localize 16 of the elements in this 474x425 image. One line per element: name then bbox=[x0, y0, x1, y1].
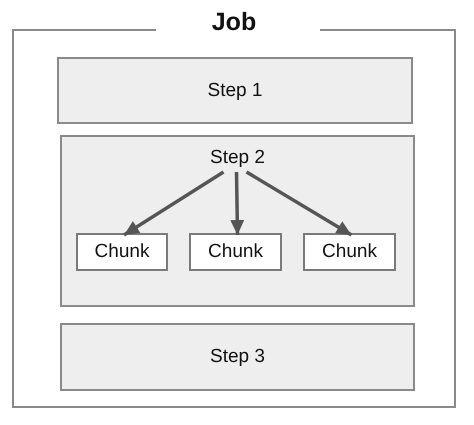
box-label: Step 2 bbox=[210, 147, 265, 169]
process-box bbox=[57, 57, 413, 124]
box-label: Chunk bbox=[322, 241, 377, 263]
sub-task-box bbox=[189, 233, 282, 271]
box-label: Step 1 bbox=[208, 80, 262, 102]
arrow bbox=[230, 172, 244, 236]
process-box bbox=[60, 323, 415, 391]
frame-title: Job bbox=[212, 8, 256, 37]
box-label: Step 3 bbox=[210, 346, 265, 368]
sub-task-box bbox=[76, 233, 168, 271]
box-label: Chunk bbox=[208, 241, 263, 263]
box-label: Chunk bbox=[94, 241, 150, 263]
sub-task-box bbox=[303, 233, 396, 271]
process-box bbox=[60, 135, 415, 307]
arrow bbox=[123, 170, 224, 236]
arrow bbox=[246, 170, 352, 236]
